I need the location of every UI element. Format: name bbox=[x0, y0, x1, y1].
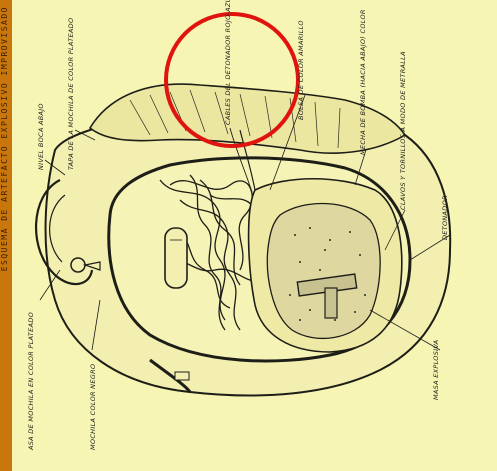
label-asa: ASA DE MOCHILA EN COLOR PLATEADO bbox=[28, 300, 35, 450]
label-cables-detonador: CABLES DEL DETONADOR ROJO-AZUL bbox=[225, 35, 247, 125]
label-masa: MASA EXPLOSIVA bbox=[433, 330, 440, 400]
explosive-mass bbox=[267, 204, 380, 339]
label-mecha: MECHA DE BOMBA (HACIA ABAJO) COLOR bbox=[360, 35, 378, 155]
label-clavos: CLAVOS Y TORNILLOS A MODO DE METRALLA bbox=[400, 40, 407, 210]
label-mochila: MOCHILA COLOR NEGRO bbox=[90, 330, 97, 450]
battery-cylinder bbox=[165, 228, 187, 288]
label-nivel: NIVEL BOCA ABAJO bbox=[38, 90, 45, 170]
label-bolsa: BOLSA DE COLOR AMARILLO bbox=[298, 40, 305, 120]
label-detonador: DETONADOR bbox=[442, 180, 449, 240]
label-tapa: TAPA DE LA MOCHILA DE COLOR PLATEADO bbox=[68, 50, 75, 170]
